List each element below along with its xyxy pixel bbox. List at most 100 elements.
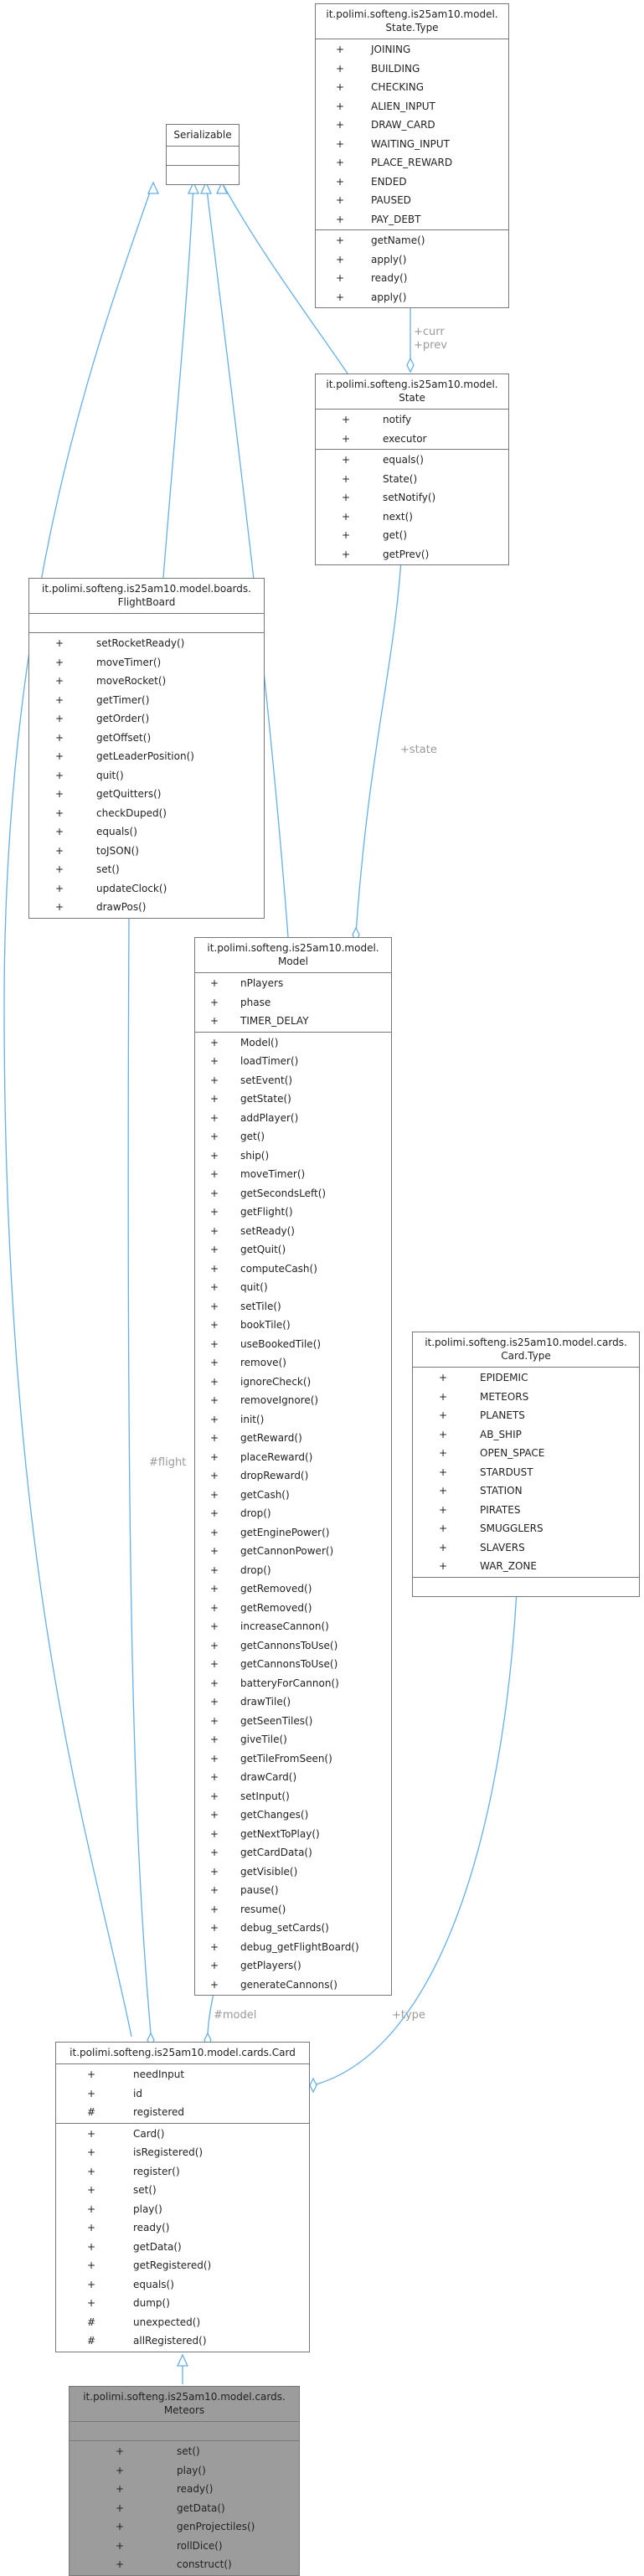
visibility-marker: + <box>54 656 64 668</box>
method-row: +getCannonsToUse() <box>195 1636 391 1656</box>
attribute-row: +METEORS <box>413 1388 639 1407</box>
visibility-marker: + <box>54 750 64 762</box>
attribute-name: OPEN_SPACE <box>480 1447 545 1459</box>
method-name: moveTimer() <box>96 656 162 668</box>
class-title-line: Card.Type <box>501 1350 551 1362</box>
attribute-name: executor <box>383 432 427 445</box>
method-name: set() <box>177 2445 200 2457</box>
visibility-marker: # <box>86 2106 96 2118</box>
attributes-compartment <box>70 2422 299 2441</box>
method-row: +apply() <box>316 288 508 307</box>
method-row: +set() <box>70 2442 299 2461</box>
method-name: set() <box>133 2184 157 2196</box>
visibility-marker: + <box>54 863 64 875</box>
attribute-name: TIMER_DELAY <box>240 1015 309 1027</box>
class-card-type[interactable]: it.polimi.softeng.is25am10.model.cards.C… <box>412 1332 640 1597</box>
visibility-marker: + <box>341 432 351 445</box>
method-row: +Card() <box>56 2125 309 2144</box>
visibility-marker: + <box>86 2278 96 2290</box>
visibility-marker: + <box>209 1827 219 1840</box>
visibility-marker: + <box>209 1734 219 1745</box>
method-row: +dropReward() <box>195 1466 391 1486</box>
method-name: getName() <box>371 234 425 246</box>
method-name: getQuitters() <box>96 788 162 800</box>
class-title: it.polimi.softeng.is25am10.model.cards.C… <box>413 1332 639 1368</box>
class-title-line: it.polimi.softeng.is25am10.model.cards. <box>83 2391 286 2403</box>
visibility-marker: + <box>86 2240 96 2253</box>
method-row: +placeReward() <box>195 1448 391 1467</box>
attribute-name: EPIDEMIC <box>480 1372 528 1383</box>
methods-compartment: +Model()+loadTimer()+setEvent()+getState… <box>195 1033 391 1996</box>
class-meteors[interactable]: it.polimi.softeng.is25am10.model.cards.M… <box>69 2386 300 2576</box>
visibility-marker: + <box>54 731 64 744</box>
visibility-marker: + <box>209 1488 219 1501</box>
class-title: it.polimi.softeng.is25am10.model.cards.C… <box>56 2043 309 2064</box>
methods-compartment <box>413 1578 639 1596</box>
edge-card-cardtype <box>312 1590 518 2086</box>
method-name: rollDice() <box>177 2539 223 2552</box>
visibility-marker: + <box>438 1560 448 1572</box>
visibility-marker: + <box>86 2222 96 2233</box>
method-row: +getVisible() <box>195 1862 391 1882</box>
visibility-marker: + <box>438 1372 448 1383</box>
method-row: +drawCard() <box>195 1768 391 1787</box>
attribute-name: SMUGGLERS <box>480 1522 544 1534</box>
method-name: init() <box>240 1413 265 1425</box>
method-name: getEnginePower() <box>240 1526 330 1538</box>
method-row: +getFlight() <box>195 1203 391 1222</box>
generalization-arrowhead <box>187 181 200 194</box>
visibility-marker: + <box>209 1677 219 1689</box>
attribute-name: DRAW_CARD <box>371 119 435 131</box>
attribute-row: +notify <box>316 410 508 430</box>
visibility-marker: + <box>209 1884 219 1896</box>
method-name: moveRocket() <box>96 675 167 687</box>
visibility-marker: + <box>54 675 64 687</box>
attribute-name: PAUSED <box>371 194 411 206</box>
method-row: +getSeenTiles() <box>195 1712 391 1731</box>
method-row: +pause() <box>195 1881 391 1900</box>
edge-label-type: +type <box>392 2009 425 2022</box>
class-card[interactable]: it.polimi.softeng.is25am10.model.cards.C… <box>55 2042 310 2352</box>
visibility-marker: + <box>341 492 351 503</box>
method-name: moveTimer() <box>240 1168 306 1180</box>
class-flight-board[interactable]: it.polimi.softeng.is25am10.model.boards.… <box>28 578 265 919</box>
method-row: +getPrev() <box>316 545 508 564</box>
method-name: equals() <box>133 2278 174 2290</box>
edge-label-prev: +prev <box>414 339 447 352</box>
class-model[interactable]: it.polimi.softeng.is25am10.model.Model+n… <box>194 937 392 1996</box>
visibility-marker: + <box>209 1865 219 1878</box>
visibility-marker: + <box>341 510 351 523</box>
attribute-row: +AB_SHIP <box>413 1425 639 1445</box>
class-state[interactable]: it.polimi.softeng.is25am10.model.State+n… <box>315 374 509 565</box>
method-row: +toJSON() <box>29 842 264 861</box>
methods-compartment <box>167 166 239 184</box>
visibility-marker: + <box>54 806 64 819</box>
visibility-marker: + <box>86 2165 96 2177</box>
method-name: apply() <box>371 291 407 303</box>
class-title: it.polimi.softeng.is25am10.model.boards.… <box>29 579 264 614</box>
attribute-row: + EPIDEMIC <box>413 1368 639 1388</box>
visibility-marker: + <box>438 1503 448 1516</box>
visibility-marker: + <box>209 1357 219 1368</box>
method-row: +init() <box>195 1410 391 1430</box>
method-name: batteryForCannon() <box>240 1677 339 1689</box>
method-row: +ignoreCheck() <box>195 1373 391 1392</box>
edge-card-serializable <box>3 182 154 2038</box>
method-name: getData() <box>177 2501 225 2514</box>
attribute-name: PIRATES <box>480 1503 521 1516</box>
class-state-type[interactable]: it.polimi.softeng.is25am10.model.State.T… <box>315 3 509 308</box>
visibility-marker: + <box>86 2297 96 2309</box>
method-row: +generateCannons() <box>195 1976 391 1995</box>
attribute-name: METEORS <box>480 1390 529 1403</box>
visibility-marker: + <box>335 253 345 265</box>
attribute-row: + PIRATES <box>413 1501 639 1520</box>
method-name: getRegistered() <box>133 2259 212 2271</box>
attribute-row: +needInput <box>56 2065 309 2084</box>
class-serializable[interactable]: Serializable <box>166 124 240 185</box>
visibility-marker: + <box>438 1485 448 1497</box>
attribute-name: needInput <box>133 2069 185 2080</box>
method-name: register() <box>133 2165 180 2177</box>
visibility-marker: + <box>115 2501 125 2514</box>
method-row: +next() <box>316 507 508 527</box>
method-name: getCardData() <box>240 1847 312 1858</box>
